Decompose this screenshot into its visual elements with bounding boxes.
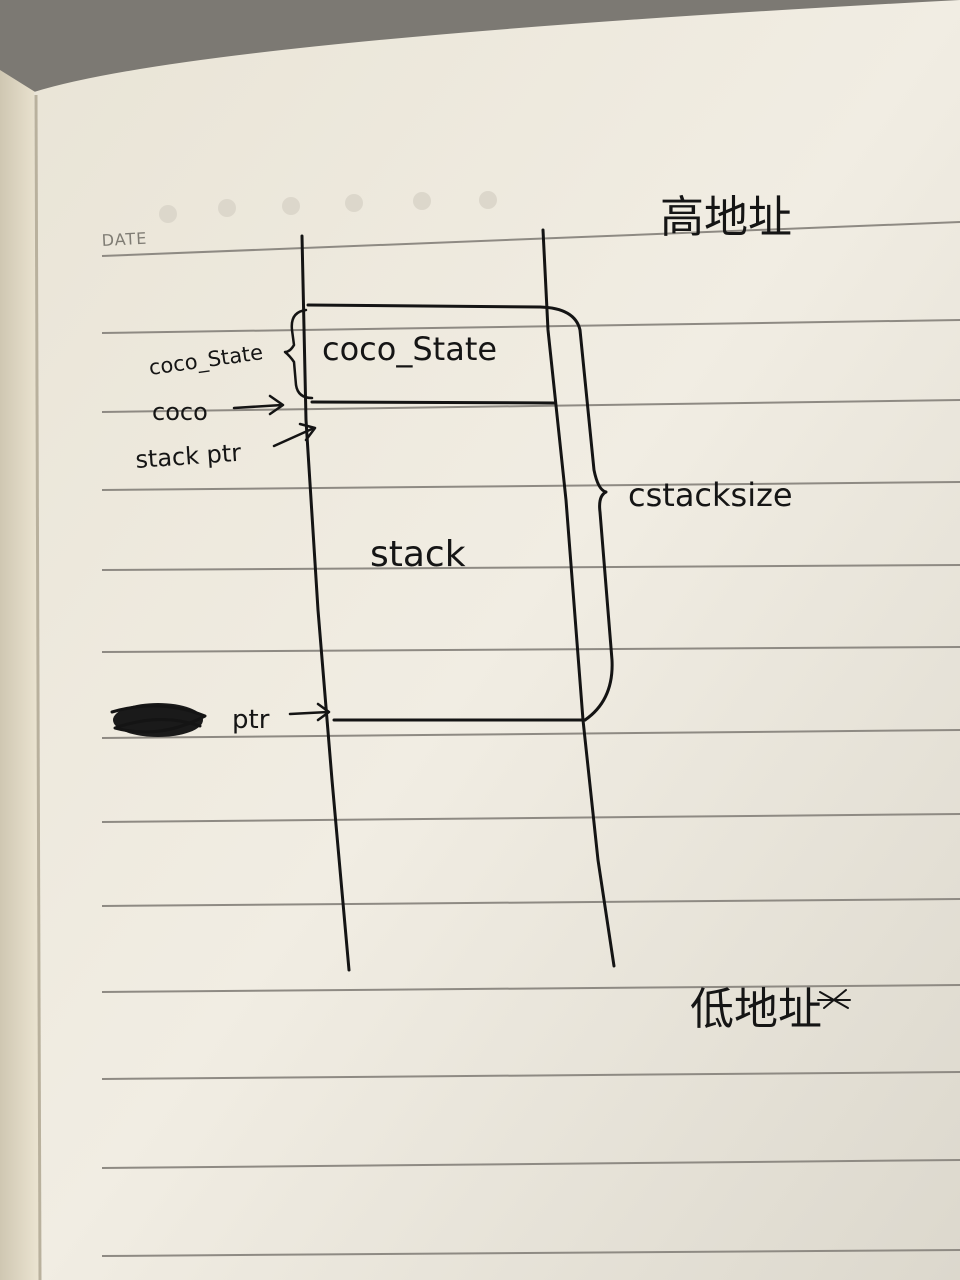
cstacksize-label: cstacksize [628, 476, 793, 514]
coco-pointer-label: coco [152, 398, 208, 426]
scribble-mark [110, 703, 207, 737]
right-brace [538, 305, 614, 722]
weekday-circles [159, 191, 497, 223]
notebook-page [34, 0, 960, 1280]
coco-arrow [232, 394, 285, 416]
stack-block-label: stack [370, 534, 466, 575]
high-address-label: 高地址 [660, 192, 792, 243]
right-column-line [541, 228, 616, 968]
binding-edge [34, 94, 42, 1280]
left-page-edge [0, 70, 40, 1280]
state-top-border [306, 303, 542, 309]
low-address-label: 低地址 [690, 984, 822, 1035]
coco-state-block-label: coco_State [322, 330, 497, 368]
ruled-lines [101, 221, 960, 1257]
stack-ptr-arrow [272, 422, 317, 448]
left-brace [283, 308, 314, 400]
state-bottom-border [310, 400, 557, 405]
bottom-label-scribble [817, 989, 851, 1009]
memory-diagram: 高地址 低地址 coco_State stack coco_State coco… [110, 192, 851, 1035]
left-column-line [300, 234, 351, 972]
ptr-arrow [288, 702, 331, 722]
date-label: DATE [101, 229, 148, 250]
ptr-label: ptr [232, 705, 270, 735]
